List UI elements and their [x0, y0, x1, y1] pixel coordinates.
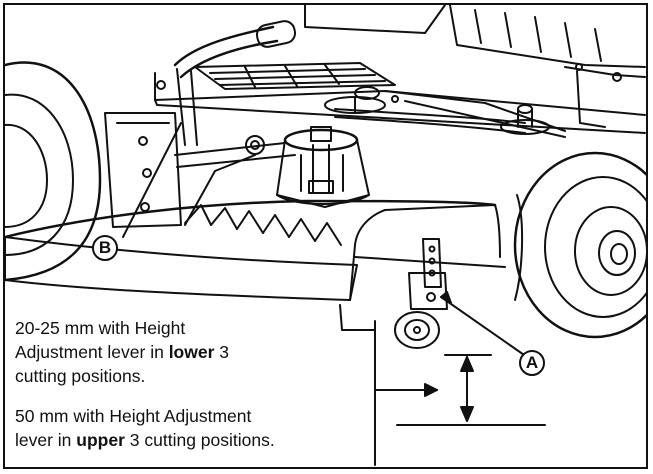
figure-frame: B A 20-25 mm with Height Adjustment leve… [3, 3, 648, 469]
caption-2-line-2: lever in upper 3 cutting positions. [15, 428, 275, 452]
left-wheel [5, 61, 102, 282]
caption-2-line-1: 50 mm with Height Adjustment [15, 406, 252, 426]
leader-lines [122, 122, 528, 358]
caption-1-line-2: Adjustment lever in lower 3 [15, 340, 229, 364]
caption-1-line-1: 20-25 mm with Height [15, 318, 186, 338]
side-bracket [104, 112, 296, 228]
tractor-body [304, 5, 646, 128]
right-spindle [324, 86, 550, 135]
caption-1-bold-lower: lower [168, 342, 215, 362]
caption-upper-positions: 50 mm with Height Adjustment lever in up… [15, 404, 275, 452]
frame-rails [154, 72, 646, 138]
cutting-deck [5, 199, 506, 331]
center-pulley [276, 126, 370, 208]
lift-lever [173, 20, 297, 146]
gauge-wheel [394, 238, 448, 349]
caption-lower-positions: 20-25 mm with Height Adjustment lever in… [15, 316, 229, 388]
right-wheel [513, 151, 646, 339]
caption-1-line-3: cutting positions. [15, 366, 146, 386]
caption-1-line-2-post: 3 [214, 342, 230, 362]
callout-b: B [92, 235, 118, 261]
caption-1-line-2-pre: Adjustment lever in [15, 342, 169, 362]
caption-2-bold-upper: upper [76, 430, 125, 450]
mower-deck-line-drawing [5, 5, 646, 466]
height-measurement [374, 320, 546, 466]
callout-a: A [519, 350, 545, 376]
foot-plate [194, 62, 396, 90]
caption-2-line-2-post: 3 cutting positions. [124, 430, 275, 450]
caption-2-line-2-pre: lever in [15, 430, 77, 450]
